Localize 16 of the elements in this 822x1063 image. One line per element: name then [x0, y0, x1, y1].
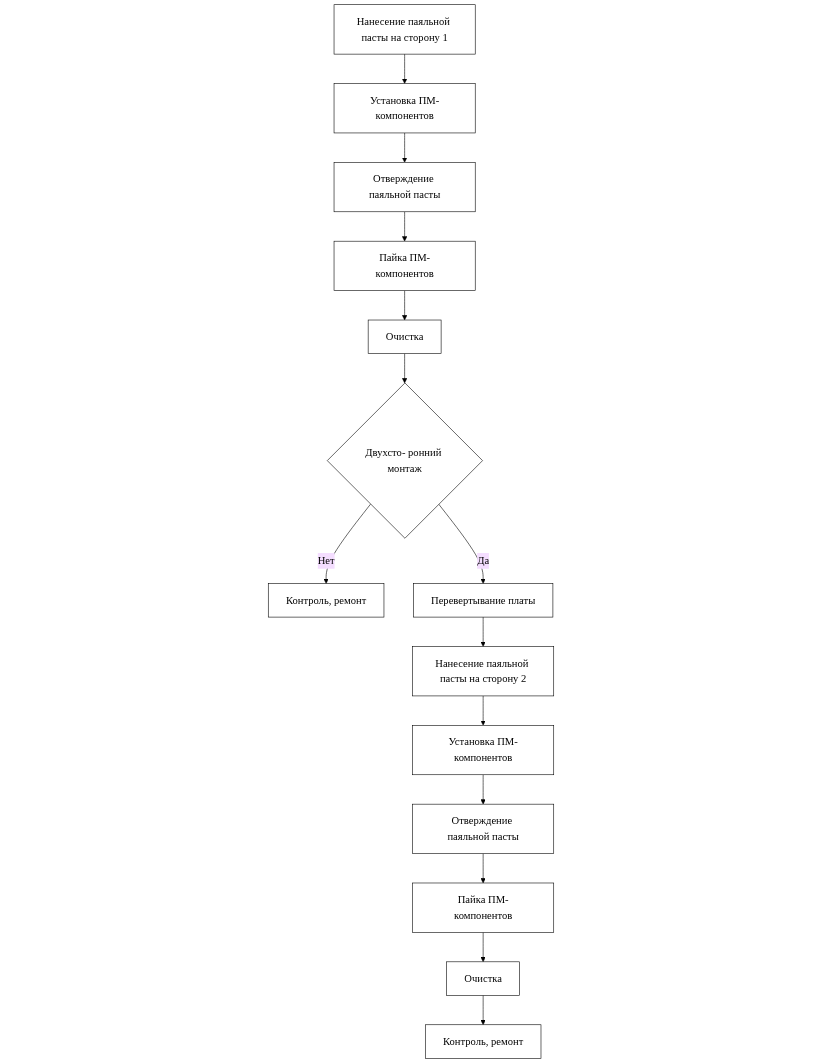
node-box: Пайка ПМ-компонентов: [412, 882, 555, 933]
node-box: Отверждение паяльной пасты: [412, 803, 555, 854]
edge-label: Да: [477, 554, 490, 567]
node-box: Контроль, ремонт: [425, 1024, 542, 1059]
node-box: Установка ПМ-компонентов: [412, 725, 555, 776]
edge-label: Нет: [317, 554, 335, 567]
node-box: Установка ПМ-компонентов: [333, 83, 476, 134]
node-box: Отверждение паяльной пасты: [333, 162, 476, 213]
node-diamond: Двухсто- ронний монтаж: [326, 382, 483, 539]
node-box: Пайка ПМ-компонентов: [333, 240, 476, 291]
node-box: Очистка: [446, 961, 520, 996]
node-box: Очистка: [367, 319, 442, 354]
node-box: Нанесение паяльной пасты на сторону 1: [333, 4, 476, 55]
node-box: Перевертывание платы: [413, 583, 554, 618]
node-box: Контроль, ремонт: [267, 583, 385, 618]
node-box: Нанесение паяльной пасты на сторону 2: [412, 646, 555, 697]
